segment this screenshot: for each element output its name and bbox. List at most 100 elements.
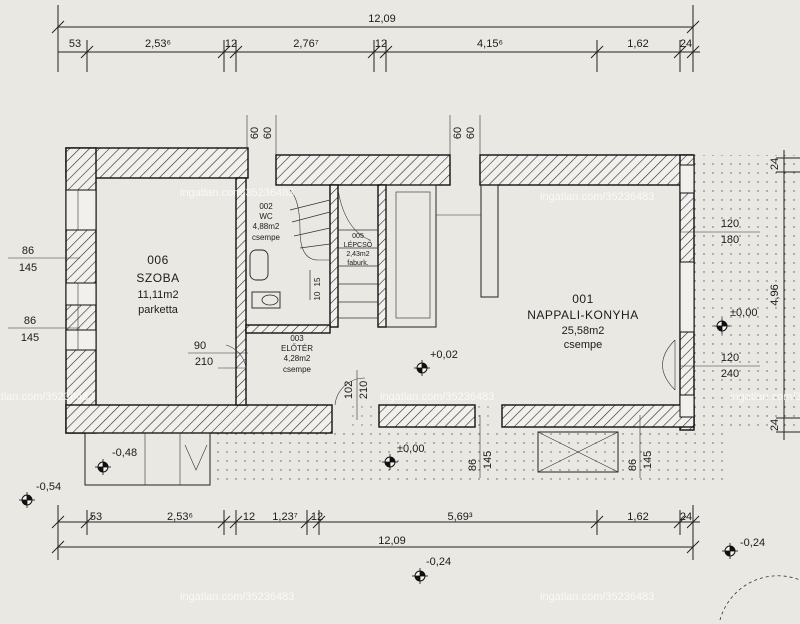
level-label: ±0,00	[730, 307, 757, 319]
right-dimension: 24 4,96 24	[769, 150, 800, 440]
stair-label-2: 10	[313, 291, 322, 300]
room-area: 2,43m2	[346, 251, 369, 258]
top-dim-7: 1,62	[627, 38, 648, 50]
room-name: LÉPCSŐ	[344, 240, 373, 249]
watermark-text: ingatlan.com/35236483	[180, 187, 294, 199]
right-dim-bottom: 24	[769, 419, 781, 431]
right-dim-top: 24	[769, 158, 781, 170]
bottom-dim-2: 2,53⁶	[167, 511, 193, 523]
room-nappali-konyha: 001 NAPPALI-KONYHA 25,58m2 csempe	[527, 292, 638, 351]
level-label: ±0,00	[397, 443, 424, 455]
opening-height: 145	[642, 451, 654, 469]
right-dim-height: 4,96	[769, 284, 781, 305]
room-wc: 002 WC 4,88m2 csempe	[252, 202, 281, 242]
watermark-text: ingatlan.com/35236483	[380, 391, 494, 403]
bottom-total-dim: 12,09	[378, 535, 406, 547]
opening-width: 86	[22, 245, 34, 257]
room-name: ELŐTÉR	[281, 344, 313, 353]
watermarks: ingatlan.com/35236483 ingatlan.com/35236…	[0, 187, 800, 603]
room-area: 4,28m2	[284, 354, 311, 363]
room-area: 11,11m2	[137, 289, 178, 301]
opening-width: 86	[627, 459, 639, 471]
interior-details	[385, 184, 499, 328]
level-label: -0,48	[112, 447, 137, 459]
bottom-dim-3: 12	[243, 511, 255, 523]
bottom-dim-4: 1,23⁷	[272, 511, 297, 523]
wall-thickness-label: 60	[249, 127, 261, 139]
opening-width: 120	[721, 352, 739, 364]
top-total-dim: 12,09	[368, 13, 396, 25]
opening-height: 180	[721, 234, 739, 246]
wc-fixtures	[249, 249, 281, 309]
level-label: -0,54	[36, 481, 61, 493]
top-dimension-chain: 12,09 53 2,53⁶ 12 2,76⁷ 12 4,15⁶ 1,62 24	[51, 5, 700, 72]
bottom-dim-7: 1,62	[627, 511, 648, 523]
opening-width: 102	[343, 381, 355, 399]
level-label: +0,02	[430, 349, 458, 361]
right-windows	[679, 164, 695, 418]
staircase: 15 10	[289, 189, 378, 319]
bottom-dim-8: 24	[680, 511, 692, 523]
opening-height: 210	[358, 381, 370, 399]
window-well	[537, 431, 619, 473]
bottom-dim-6: 5,69³	[447, 511, 472, 523]
washbasin-icon	[249, 249, 269, 281]
terrace-right	[692, 155, 800, 433]
bottom-dim-5: 12	[311, 511, 323, 523]
room-number: 001	[572, 292, 594, 306]
opening-height: 145	[482, 451, 494, 469]
top-dim-2: 2,53⁶	[145, 38, 171, 50]
level-label: -0,24	[740, 537, 765, 549]
room-area: 25,58m2	[562, 325, 605, 337]
opening-width: 120	[721, 218, 739, 230]
opening-height: 145	[21, 332, 39, 344]
room-floor: csempe	[283, 365, 312, 374]
walls	[65, 147, 695, 434]
toilet-icon	[251, 291, 281, 309]
left-windows	[65, 189, 97, 351]
watermark-text: ingatlan.com/35236483	[180, 591, 294, 603]
doors	[218, 339, 676, 406]
opening-labels: 86 145 86 145 90 210 120 180 120 240 102…	[8, 218, 760, 478]
opening-width: 86	[467, 459, 479, 471]
room-name: SZOBA	[136, 271, 179, 285]
top-dim-4: 2,76⁷	[293, 38, 318, 50]
top-dim-5: 12	[375, 38, 387, 50]
wall-thickness-label: 60	[465, 127, 477, 139]
opening-height: 145	[19, 262, 37, 274]
room-area: 4,88m2	[253, 222, 280, 231]
room-lepcso: 005 LÉPCSŐ 2,43m2 faburk.	[344, 233, 373, 267]
wall-thickness-label: 60	[262, 127, 274, 139]
room-szoba: 006 SZOBA 11,11m2 parketta	[136, 253, 179, 316]
room-floor: faburk.	[347, 260, 368, 267]
watermark-text: ingatlan.com/35236483	[540, 591, 654, 603]
room-floor: csempe	[252, 233, 281, 242]
top-dim-3: 12	[225, 38, 237, 50]
room-number: 002	[259, 202, 273, 211]
level-label: -0,24	[426, 556, 451, 568]
room-eloter: 003 ELŐTÉR 4,28m2 csempe	[281, 334, 313, 374]
terrace-front	[210, 432, 730, 484]
top-dim-8: 24	[680, 38, 692, 50]
opening-height: 240	[721, 368, 739, 380]
stair-label-1: 15	[313, 277, 322, 286]
room-floor: csempe	[564, 339, 603, 351]
watermark-text: ingatlan.com/35236483	[0, 391, 94, 403]
opening-height: 210	[195, 356, 213, 368]
room-name: NAPPALI-KONYHA	[527, 308, 638, 322]
room-floor: parketta	[138, 304, 179, 316]
room-number: 006	[147, 253, 169, 267]
top-dim-1: 53	[69, 38, 81, 50]
wall-thickness-markers: 60 60 60 60	[246, 115, 481, 170]
entrance-steps	[84, 431, 619, 486]
watermark-text: ingatlan.com/35236483	[730, 391, 800, 403]
level-markers: +0,02 ±0,00 ±0,00 -0,48 -0,54 -0,24 -0,2…	[18, 307, 765, 585]
top-dim-6: 4,15⁶	[477, 38, 503, 50]
watermark-text: ingatlan.com/35236483	[540, 191, 654, 203]
opening-width: 90	[194, 340, 206, 352]
room-number: 003	[290, 334, 304, 343]
room-number: 005	[352, 233, 364, 240]
bottom-dim-1: 53	[90, 511, 102, 523]
wall-thickness-label: 60	[452, 127, 464, 139]
